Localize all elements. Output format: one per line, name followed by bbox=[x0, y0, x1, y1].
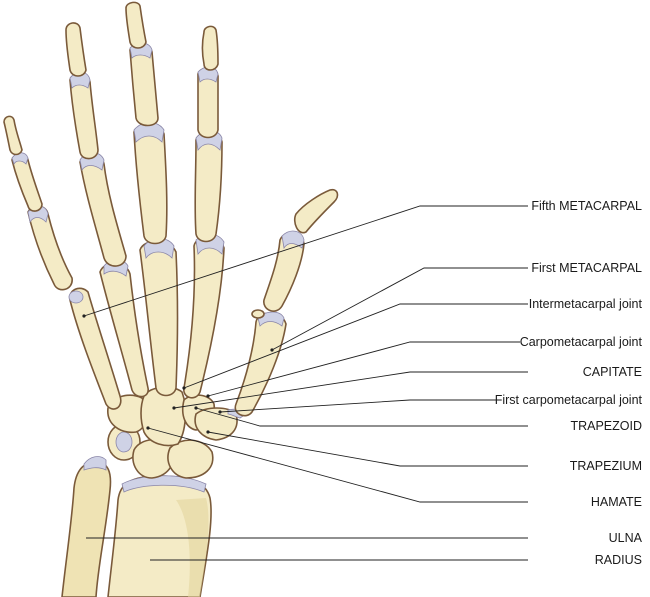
proximal-phalanges bbox=[27, 122, 305, 312]
label-hamate: HAMATE bbox=[590, 495, 642, 509]
leader-trapezium bbox=[207, 431, 528, 467]
label-radius: RADIUS bbox=[594, 553, 642, 567]
leader-capitate bbox=[173, 371, 528, 409]
metacarpal-bones bbox=[68, 233, 287, 417]
label-capitate: CAPITATE bbox=[582, 365, 642, 379]
label-intermetacarpal-joint: Intermetacarpal joint bbox=[528, 297, 642, 311]
middle-phalanges bbox=[11, 42, 219, 212]
label-first-metacarpal: First METACARPAL bbox=[531, 261, 642, 275]
radius-bone bbox=[107, 475, 212, 597]
leader-intermetacarpal-joint bbox=[183, 303, 528, 389]
leader-fifth-metacarpal bbox=[83, 205, 528, 317]
leader-hamate bbox=[147, 427, 528, 503]
leader-dots bbox=[82, 314, 274, 434]
leader-lines bbox=[83, 205, 528, 561]
leader-first-carpometacarpal-joint bbox=[219, 399, 500, 413]
carpal-bones bbox=[107, 386, 247, 479]
leader-first-metacarpal bbox=[271, 267, 528, 351]
leader-trapezoid bbox=[195, 407, 528, 427]
label-fifth-metacarpal: Fifth METACARPAL bbox=[531, 199, 642, 213]
distal-phalanges bbox=[3, 1, 339, 234]
label-trapezium: TRAPEZIUM bbox=[569, 459, 642, 473]
leader-carpometacarpal-joint bbox=[207, 341, 520, 397]
label-carpometacarpal-joint: Carpometacarpal joint bbox=[519, 335, 642, 349]
label-ulna: ULNA bbox=[608, 531, 642, 545]
label-first-carpometacarpal-joint: First carpometacarpal joint bbox=[494, 393, 642, 407]
ulna-bone bbox=[61, 456, 112, 597]
label-trapezoid: TRAPEZOID bbox=[570, 419, 642, 433]
